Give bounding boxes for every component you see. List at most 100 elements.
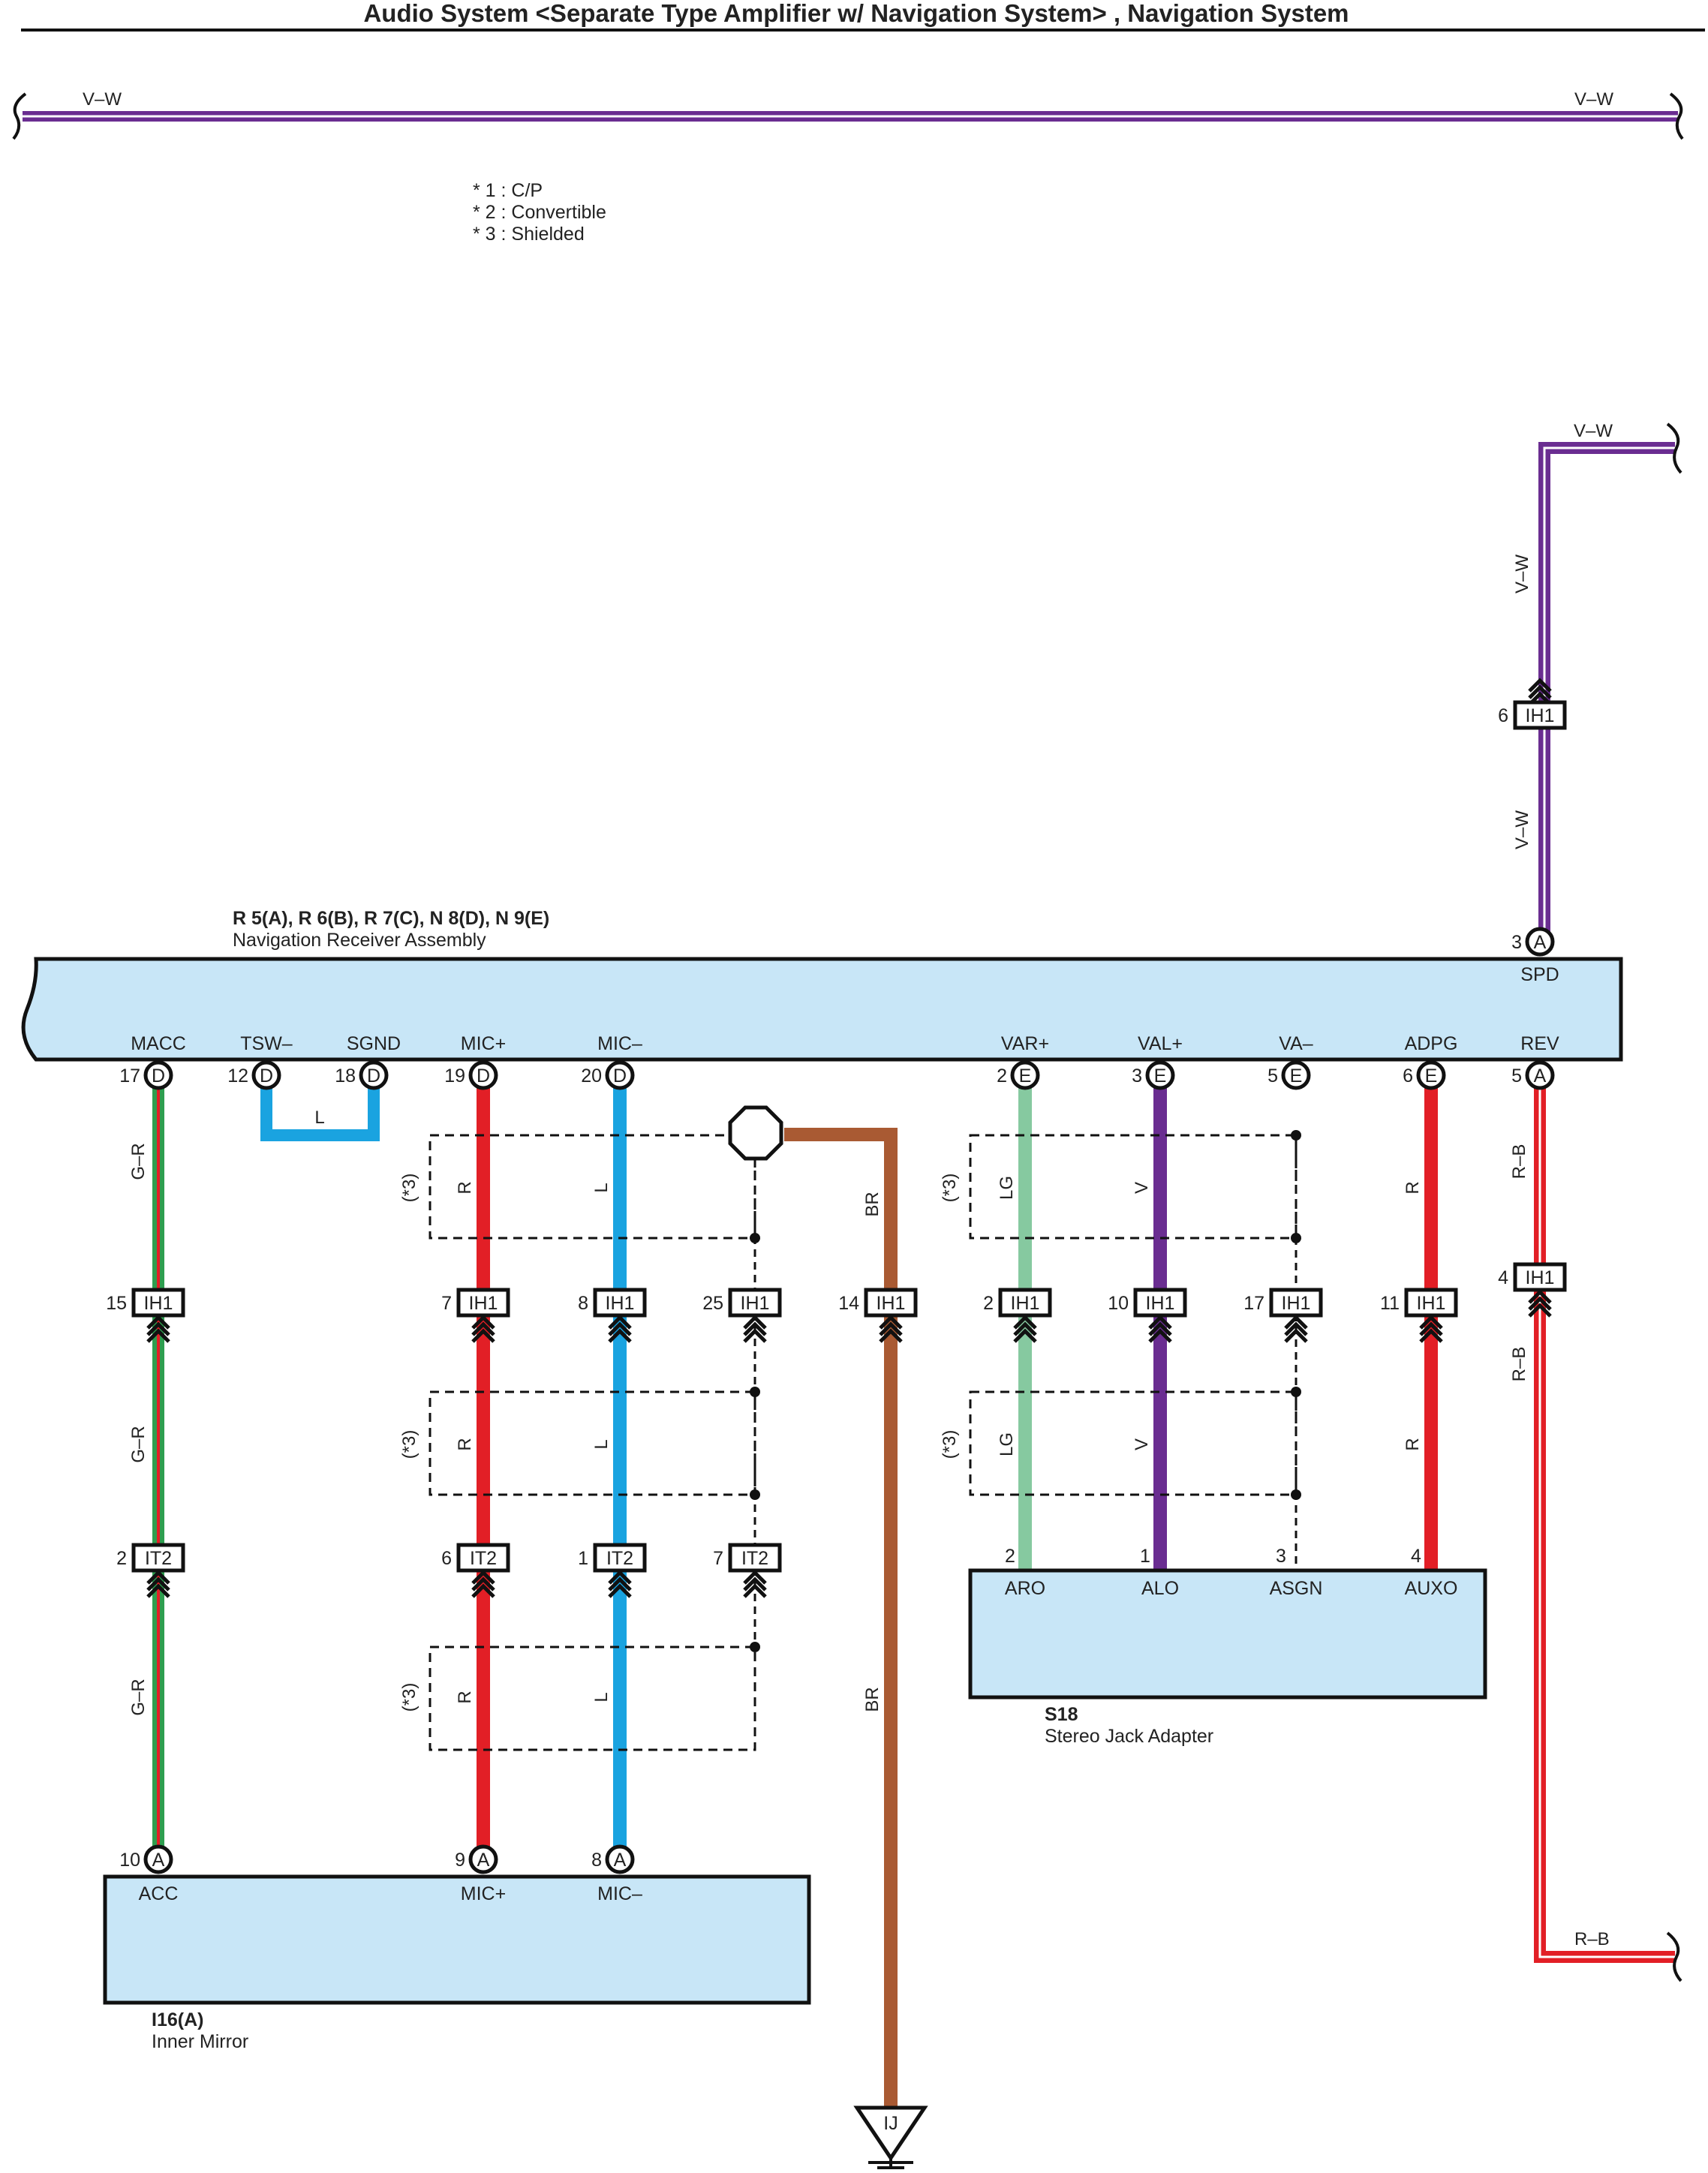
wire-label-l-mic-2: L	[591, 1439, 612, 1449]
wire-label-br-1: BR	[862, 1192, 883, 1216]
wire-label-vw-top-right: V–W	[1574, 89, 1613, 110]
nav-terminal-7-conn: E	[1290, 1065, 1303, 1086]
ih1-connector-9-pin: 11	[1380, 1293, 1400, 1314]
nav-terminal-6-label: VAL+	[1138, 1033, 1183, 1054]
nav-terminal-9-conn: A	[1534, 1065, 1547, 1086]
nav-terminal-9-pin: 5	[1511, 1065, 1522, 1086]
it2-connector-3-pin: 7	[713, 1548, 723, 1569]
nav-terminal-0-pin: 17	[119, 1065, 140, 1086]
shield-dots	[750, 1130, 1301, 1652]
nav-terminal-5-label: VAR+	[1001, 1033, 1049, 1054]
shield-marks: (*3) (*3) (*3) (*3) (*3)	[399, 1174, 960, 1712]
jack-terminal-label-1: ALO	[1141, 1578, 1179, 1599]
shield-aux-1	[969, 1134, 1298, 1240]
wire-label-r-adpg-2: R	[1403, 1438, 1423, 1450]
nav-terminal-9-label: REV	[1520, 1033, 1559, 1054]
ih1-connector-1-pin: 15	[106, 1293, 127, 1314]
it2-connector-2-pin: 1	[578, 1548, 588, 1569]
wire-label-r-adpg-1: R	[1403, 1181, 1423, 1194]
jack-terminal-label-2: ASGN	[1270, 1578, 1323, 1599]
mirror-terminal-1-pin: 9	[455, 1850, 465, 1871]
wire-rb-rev: R–B R–B R–B	[1509, 1075, 1682, 1982]
ih1-connector-3-pin: 8	[578, 1293, 588, 1314]
ih1-connector-5-label: IH1	[877, 1293, 906, 1314]
wire-label-vw-spd-top: V–W	[1574, 421, 1613, 441]
mirror-terminal-0-label: ACC	[139, 1883, 179, 1904]
shield-mark-4: (*3)	[940, 1174, 960, 1203]
ih1-connector-10-pin: 4	[1498, 1267, 1508, 1288]
nav-terminal-1-conn: D	[260, 1065, 273, 1086]
nav-receiver-box: R 5(A), R 6(B), R 7(C), N 8(D), N 9(E) N…	[21, 908, 1623, 1062]
wire-label-vw-spd-2: V–W	[1512, 810, 1532, 849]
wire-label-gr-1: G–R	[128, 1143, 149, 1180]
ground-ij: IJ	[853, 2105, 928, 2169]
terminals: D17MACCD12TSW–D18SGNDD19MIC+D20MIC–E2VAR…	[119, 927, 1559, 1904]
wire-label-rb-1: R–B	[1509, 1144, 1529, 1180]
ih1-connector-6-pin: 2	[983, 1293, 994, 1314]
wire-label-lg-1: LG	[997, 1176, 1017, 1200]
wire-label-lg-2: LG	[997, 1432, 1017, 1456]
shield-mic-2	[429, 1390, 756, 1496]
nav-terminal-spd-conn: A	[1534, 932, 1547, 953]
shield-splice-octagon	[728, 1105, 783, 1161]
wire-label-gr-2: G–R	[128, 1426, 149, 1462]
it2-connector-1-label: IT2	[470, 1548, 497, 1569]
page-title: Audio System <Separate Type Amplifier w/…	[363, 0, 1349, 27]
nav-receiver-code: R 5(A), R 6(B), R 7(C), N 8(D), N 9(E)	[233, 908, 549, 929]
shield-aux-2	[969, 1390, 1298, 1496]
note-1: * 1 : C/P	[473, 180, 543, 201]
inner-mirror-box: I16(A) Inner Mirror	[103, 1874, 811, 2052]
wire-label-l-mic-1: L	[591, 1183, 612, 1192]
nav-terminal-0-conn: D	[152, 1065, 165, 1086]
mirror-terminal-2-conn: A	[614, 1850, 627, 1871]
nav-receiver-name: Navigation Receiver Assembly	[233, 930, 486, 951]
wire-label-v-2: V	[1132, 1438, 1152, 1450]
ih1-connector-9-label: IH1	[1417, 1293, 1446, 1314]
jack-terminal-pin-1: 1	[1140, 1546, 1150, 1567]
ih1-connector-8-label: IH1	[1282, 1293, 1311, 1314]
stereo-jack-code: S18	[1045, 1704, 1078, 1725]
nav-terminal-3-label: MIC+	[461, 1033, 506, 1054]
nav-terminal-4-pin: 20	[581, 1065, 602, 1086]
nav-terminal-3-pin: 19	[444, 1065, 465, 1086]
stereo-jack-box: S18 Stereo Jack Adapter	[968, 1568, 1487, 1747]
ih1-connector-4-label: IH1	[741, 1293, 770, 1314]
wire-vw-spd: V–W V–W V–W	[1512, 421, 1682, 942]
ih1-connector-2-pin: 7	[441, 1293, 452, 1314]
wire-label-gr-3: G–R	[128, 1679, 149, 1715]
wire-r-mic-plus: R R R	[455, 1075, 490, 1859]
stereo-jack-name: Stereo Jack Adapter	[1045, 1726, 1213, 1747]
wire-br-ground: BR BR	[784, 1128, 898, 2122]
wire-label-rb-bottom: R–B	[1574, 1929, 1610, 1949]
nav-terminal-8-pin: 6	[1403, 1065, 1413, 1086]
wire-label-r-mic-3: R	[455, 1691, 475, 1703]
nav-terminal-spd-pin: 3	[1511, 932, 1522, 953]
nav-terminal-0-label: MACC	[131, 1033, 186, 1054]
wire-l-tsw-sgnd: L	[260, 1075, 380, 1141]
note-3: * 3 : Shielded	[473, 224, 585, 245]
